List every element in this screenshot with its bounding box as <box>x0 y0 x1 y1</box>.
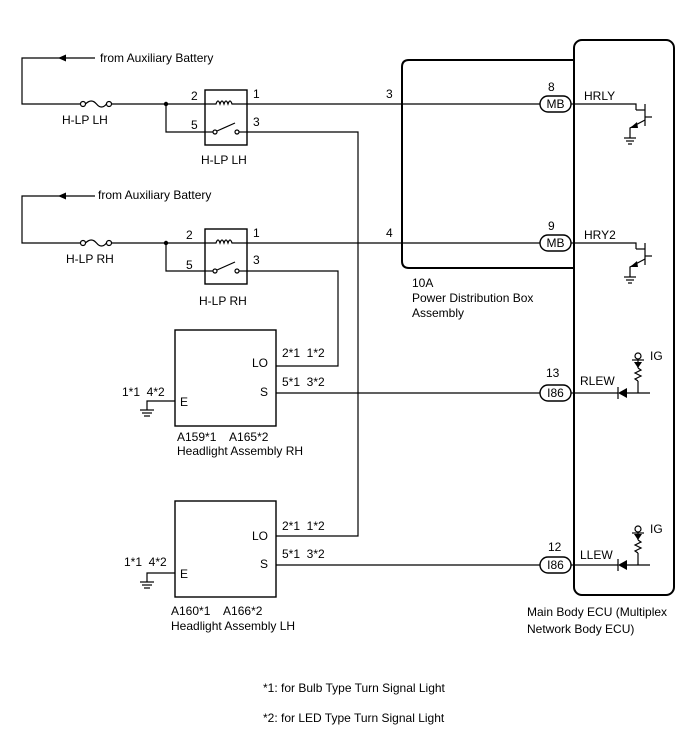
lh-relay-switch-icon <box>205 122 247 135</box>
ecu-outline <box>573 39 675 596</box>
pdb-pin-lh: 3 <box>386 87 393 101</box>
rh-battery-label: from Auxiliary Battery <box>98 188 211 202</box>
headlight-rh-lo-pins: 2*1 1*2 <box>282 346 325 360</box>
lh-relay-pin1: 1 <box>253 87 260 101</box>
pdb-pin-rh: 4 <box>386 226 393 240</box>
lh-relay-box <box>204 89 248 146</box>
headlight-assembly-lh: LO S E 2*1 1*2 5*1 3*2 1*1 4*2 A160*1 A1… <box>124 500 540 633</box>
connector-mb-8-label: MB <box>547 97 565 111</box>
ecu-terminal-hrly: 8 MB HRLY <box>539 80 652 145</box>
llew-diode-icon <box>617 559 650 571</box>
headlight-rh-codes: A159*1 A165*2 <box>177 430 269 444</box>
rh-relay-pin1: 1 <box>253 226 260 240</box>
lh-relay-to-headlight-wire <box>247 131 359 537</box>
ecu-pin-12: 12 <box>548 540 562 554</box>
headlight-rh-name: Headlight Assembly RH <box>177 444 303 458</box>
ecu-terminal-llew: 12 I86 LLEW IG <box>539 522 663 574</box>
rh-relay-box <box>204 228 248 285</box>
rlew-diode-icon <box>617 387 650 399</box>
ecu-name-line1: Main Body ECU (Multiplex <box>527 605 667 619</box>
headlight-lh-box <box>174 500 277 598</box>
ecu-signal-llew: LLEW <box>580 548 613 562</box>
lh-battery-label: from Auxiliary Battery <box>100 51 213 65</box>
rh-relay-pin5: 5 <box>186 258 193 272</box>
rlew-ig-label: IG <box>650 349 663 363</box>
headlight-lh-s-label: S <box>260 557 268 571</box>
ecu-pin-13: 13 <box>546 366 560 380</box>
connector-i86-13-label: I86 <box>547 386 564 400</box>
headlight-lh-s-pins: 5*1 3*2 <box>282 547 325 561</box>
lh-battery-arrow-icon <box>58 54 66 62</box>
headlight-rh-s-pins: 5*1 3*2 <box>282 375 325 389</box>
rh-fuse-label: H-LP RH <box>66 252 114 266</box>
rh-relay-pin2: 2 <box>186 228 193 242</box>
ecu-signal-rlew: RLEW <box>580 374 615 388</box>
lh-relay-label: H-LP LH <box>201 153 247 167</box>
rh-relay-pin3: 3 <box>253 253 260 267</box>
headlight-assembly-rh: LO S E 2*1 1*2 5*1 3*2 1*1 4*2 A159*1 A1… <box>122 329 540 458</box>
lh-relay-coil-icon <box>205 100 247 106</box>
main-body-ecu: 8 MB HRLY 9 MB HRY2 <box>527 39 675 636</box>
rh-fuse-icon <box>79 239 113 247</box>
headlight-rh-e-pins: 1*1 4*2 <box>122 385 165 399</box>
pdb-code: 10A <box>412 276 433 290</box>
hrly-wire <box>574 103 637 110</box>
rh-relay-circuit: from Auxiliary Battery H-LP RH 2 5 1 3 H… <box>21 188 540 367</box>
lh-fuse-icon <box>79 100 113 108</box>
headlight-rh-box <box>174 329 277 427</box>
hrly-transistor-icon <box>624 104 652 145</box>
headlight-rh-s-label: S <box>260 385 268 399</box>
hry2-wire <box>574 242 637 249</box>
headlight-lh-e-pins: 1*1 4*2 <box>124 555 167 569</box>
ecu-pin-8: 8 <box>548 80 555 94</box>
lh-relay-pin5-wire <box>165 104 205 133</box>
pdb-name-line1: Power Distribution Box <box>412 291 533 305</box>
headlight-lh-ground-wire <box>146 572 175 582</box>
headlight-lh-codes: A160*1 A166*2 <box>171 604 263 618</box>
headlight-lh-name: Headlight Assembly LH <box>171 619 295 633</box>
rh-battery-arrow-icon <box>58 192 66 200</box>
rh-relay-switch-icon <box>205 261 247 274</box>
footnote-2: *2: for LED Type Turn Signal Light <box>263 711 445 725</box>
rh-relay-label: H-LP RH <box>199 294 247 308</box>
ecu-terminal-rlew: 13 I86 RLEW IG <box>539 349 663 402</box>
headlight-lh-lo-pins: 2*1 1*2 <box>282 519 325 533</box>
llew-pullup-icon <box>632 525 644 565</box>
lh-relay-pin2: 2 <box>191 89 198 103</box>
ecu-terminal-hry2: 9 MB HRY2 <box>539 219 652 284</box>
connector-i86-12-label: I86 <box>547 558 564 572</box>
llew-ig-label: IG <box>650 522 663 536</box>
lh-fuse-label: H-LP LH <box>62 113 108 127</box>
headlight-lh-e-label: E <box>180 567 188 581</box>
lh-relay-pin5: 5 <box>191 118 198 132</box>
rh-relay-to-headlight-wire <box>247 270 339 367</box>
rh-relay-coil-icon <box>205 239 247 245</box>
connector-mb-9-label: MB <box>547 236 565 250</box>
rh-battery-wire <box>21 195 95 244</box>
headlight-rh-ground-wire <box>146 400 175 410</box>
pdb-outline <box>401 59 574 269</box>
lh-relay-pin3: 3 <box>253 115 260 129</box>
ecu-name-line2: Network Body ECU) <box>527 622 634 636</box>
ecu-pin-9: 9 <box>548 219 555 233</box>
pdb-name-line2: Assembly <box>412 306 464 320</box>
lh-battery-wire <box>21 57 95 105</box>
footnote-1: *1: for Bulb Type Turn Signal Light <box>263 681 446 695</box>
headlight-rh-lo-label: LO <box>252 356 268 370</box>
headlight-rh-e-label: E <box>180 395 188 409</box>
hry2-transistor-icon <box>624 243 652 284</box>
headlight-lh-ground-icon <box>140 581 154 589</box>
ecu-signal-hry2: HRY2 <box>584 228 616 242</box>
headlight-lh-lo-label: LO <box>252 529 268 543</box>
headlight-rh-ground-icon <box>140 409 154 417</box>
power-distribution-box: 3 4 10A Power Distribution Box Assembly <box>386 59 574 320</box>
ecu-signal-hrly: HRLY <box>584 89 615 103</box>
lh-relay-circuit: from Auxiliary Battery H-LP LH 2 5 1 3 H… <box>21 51 540 537</box>
rlew-pullup-icon <box>632 352 644 393</box>
rh-relay-pin5-wire <box>165 243 205 272</box>
